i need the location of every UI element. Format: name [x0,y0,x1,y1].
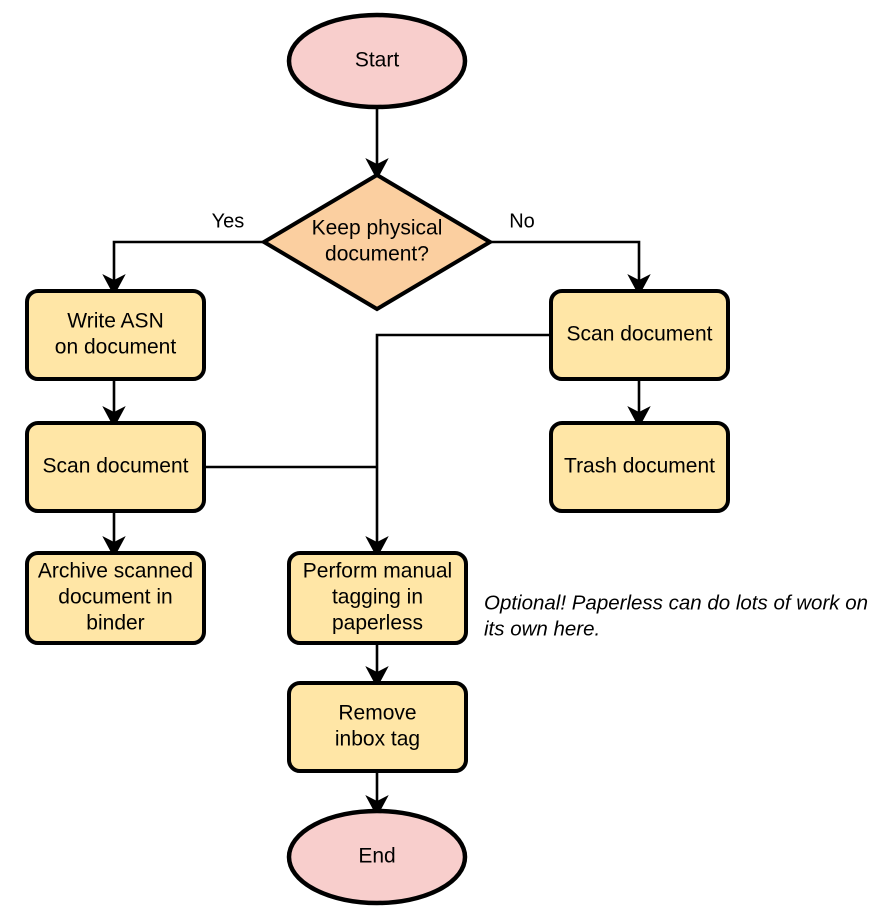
node-end[interactable]: End [286,808,468,906]
node-label: Archive scanned [38,560,193,583]
annotation-line: Optional! Paperless can do lots of work … [484,591,868,614]
node-keep-physical[interactable]: Keep physical document? [260,172,494,312]
node-rect [287,681,468,773]
edge-scan-right-to-manual-tagging [365,333,551,558]
node-ellipse [286,808,468,906]
node-label: on document [55,336,177,359]
node-label: Trash document [564,455,715,478]
node-label: Start [355,49,400,72]
node-ellipse [286,12,468,110]
annotation-optional-note: Optional! Paperless can do lots of work … [484,591,868,640]
node-label: End [358,845,395,868]
edge-label-decision-yes-to-write-asn: Yes [212,210,245,232]
node-rect [549,421,730,513]
edge-path [490,240,651,296]
node-label: Perform manual [303,560,452,583]
node-rect [287,551,468,645]
node-label: Write ASN [67,310,163,333]
node-write-asn[interactable]: Write ASN on document [25,289,206,381]
node-archive-binder[interactable]: Archive scanned document in binder [25,551,206,645]
node-label: document? [325,243,429,266]
node-label: Scan document [43,455,189,478]
node-label: Scan document [567,323,713,346]
node-scan-document-left[interactable]: Scan document [25,421,206,513]
edges-layer: Yes No [102,107,651,817]
node-rect [25,421,206,513]
annotations-layer: Optional! Paperless can do lots of work … [484,591,868,640]
node-remove-inbox-tag[interactable]: Remove inbox tag [287,681,468,773]
node-manual-tagging[interactable]: Perform manual tagging in paperless [287,551,468,645]
node-rect [25,289,206,381]
node-rect [549,289,730,381]
node-scan-document-right[interactable]: Scan document [549,289,730,381]
node-start[interactable]: Start [286,12,468,110]
edge-label-decision-no-to-scan-right: No [509,210,535,232]
node-label: inbox tag [335,728,420,751]
node-label: paperless [332,612,423,635]
node-label: document in [58,586,172,609]
edge-path [365,333,551,558]
node-label: Remove [338,702,416,725]
edge-decision-no-to-scan-right: No [490,210,651,296]
node-label: binder [86,612,144,635]
node-label: tagging in [332,586,423,609]
node-diamond [260,172,494,312]
annotation-line: its own here. [484,617,600,640]
edge-decision-yes-to-write-asn: Yes [102,210,264,296]
edge-path [102,240,264,296]
node-label: Keep physical [312,217,443,240]
node-trash-document[interactable]: Trash document [549,421,730,513]
node-rect [25,551,206,645]
